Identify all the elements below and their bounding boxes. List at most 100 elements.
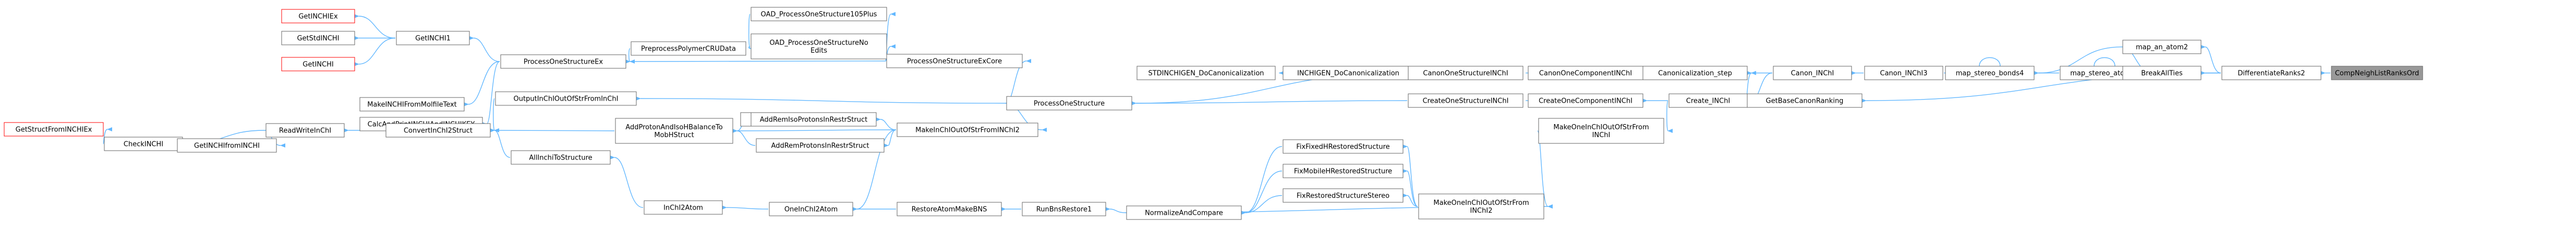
node-label: GetStdINCHI — [297, 35, 339, 43]
node-ffrs[interactable]: FixFixedHRestoredStructure — [1283, 139, 1404, 154]
node-mkfm[interactable]: MakeINCHIFromMolfileText — [359, 97, 465, 112]
node-nac[interactable]: NormalizeAndCompare — [1126, 205, 1242, 220]
node-label: STDINCHIGEN_DoCanonicalization — [1148, 70, 1264, 78]
node-arprs[interactable]: AddRemProtonsInRestrStruct — [756, 138, 885, 153]
node-cstep[interactable]: Canonicalization_step — [1642, 66, 1748, 80]
node-ppcd[interactable]: PreprocessPolymerCRUData — [631, 41, 746, 56]
node-gbcr[interactable]: GetBaseCanonRanking — [1747, 93, 1863, 108]
edge-oadnoe-posec — [885, 44, 896, 62]
node-cinchi2[interactable]: Create_INChI — [1668, 93, 1748, 108]
node-label: GetBaseCanonRanking — [1766, 97, 1844, 105]
node-cosi2[interactable]: CreateOneStructureINChI — [1408, 93, 1523, 108]
node-box — [265, 123, 345, 138]
node-gicfi[interactable]: GetINCHIfromINCHI — [177, 138, 277, 153]
edge-ppcd-oadnoe — [748, 46, 755, 51]
node-oad105[interactable]: OAD_ProcessOneStructure105Plus — [751, 7, 887, 21]
node-cosi[interactable]: CanonOneStructureINChI — [1408, 66, 1523, 80]
node-ic2a[interactable]: InChI2Atom — [644, 200, 723, 215]
node-bat[interactable]: BreakAllTies — [2122, 66, 2202, 80]
node-label: map_an_atom2 — [2136, 44, 2188, 52]
node-idc[interactable]: INCHIGEN_DoCanonicalization — [1283, 66, 1414, 80]
node-label: FixMobileHRestoredStructure — [1294, 168, 1392, 176]
edge-arprs-mkcos — [883, 129, 897, 148]
node-ramb[interactable]: RestoreAtomMakeBNS — [897, 202, 1002, 216]
node-label: ProcessOneStructureExCore — [907, 58, 1002, 66]
node-label: INChI — [1592, 131, 1611, 139]
node-box — [631, 41, 746, 56]
node-label: ProcessOneStructure — [1034, 100, 1105, 108]
edge-oic-pos — [635, 96, 1006, 104]
node-fmrs[interactable]: FixMobileHRestoredStructure — [1283, 164, 1404, 178]
node-gsfi[interactable]: GetStructFromINCHIEx — [4, 122, 104, 137]
edge-msb4-maa2 — [2033, 46, 2122, 76]
node-sidc[interactable]: STDINCHIGEN_DoCanonicalization — [1136, 66, 1276, 80]
node-posec[interactable]: ProcessOneStructureExCore — [886, 54, 1023, 68]
node-rbr1[interactable]: RunBnsRestore1 — [1022, 202, 1106, 216]
node-mkcos[interactable]: MakeInChIOutOfStrFromINChI2 — [897, 123, 1038, 137]
node-label: MakeINCHIFromMolfileText — [367, 101, 457, 109]
node-dr2[interactable]: DifferentiateRanks2 — [2221, 66, 2321, 80]
node-box — [495, 91, 637, 106]
node-gi[interactable]: GetINCHI — [281, 57, 355, 71]
node-pose[interactable]: ProcessOneStructureEx — [500, 54, 626, 69]
node-label: OutputInChIOutOfStrFromInChI — [514, 95, 619, 103]
node-label: AllInchiToStructure — [529, 154, 592, 162]
node-ccoci[interactable]: CreateOneComponentINChI — [1528, 93, 1643, 108]
node-label: MakeOneInChIOutOfStrFrom — [1553, 124, 1649, 131]
edge-pose-ppcd — [628, 48, 635, 64]
node-cani3[interactable]: Canon_INChI3 — [1864, 66, 1943, 80]
node-cinchi[interactable]: CheckINCHI — [104, 137, 183, 151]
node-maa2[interactable]: map_an_atom2 — [2122, 40, 2202, 54]
edge-atts-ic2a — [609, 155, 644, 208]
node-label: AddProtonAndIsoHBalanceTo — [625, 124, 722, 131]
node-msb4[interactable]: map_stereo_bonds4 — [1945, 66, 2035, 80]
node-label: CreateOneStructureINChI — [1423, 97, 1509, 105]
node-box — [1528, 93, 1643, 108]
node-label: Edits — [811, 47, 827, 55]
node-box — [1283, 66, 1414, 80]
node-label: CreateOneComponentINChI — [1539, 97, 1632, 105]
node-rwi[interactable]: ReadWriteInChI — [265, 123, 345, 138]
node-label: AddRemIsoProtonsInRestrStruct — [760, 116, 867, 124]
node-label: map_stereo_bonds4 — [1956, 70, 2024, 78]
node-box — [1747, 93, 1863, 108]
node-label: GetINCHIEx — [298, 13, 338, 21]
node-cin2s[interactable]: ConvertInChI2Struct — [385, 123, 491, 138]
node-label: ReadWriteInChI — [279, 127, 331, 135]
node-box — [886, 54, 1023, 68]
node-box — [1283, 188, 1404, 203]
node-arips[interactable]: AddRemIsoProtonsInRestrStruct — [751, 112, 877, 127]
edge-gi-gi1 — [354, 38, 396, 67]
node-box — [396, 31, 470, 45]
node-label: GetINCHI1 — [415, 35, 451, 43]
node-box — [2122, 40, 2202, 54]
node-gi1[interactable]: GetINCHI1 — [396, 31, 470, 45]
edge-pos-cosi2 — [1131, 100, 1408, 106]
node-ge[interactable]: GetINCHIEx — [281, 9, 355, 23]
node-label: GetINCHIfromINCHI — [194, 142, 260, 150]
node-label: GetStructFromINCHIEx — [16, 126, 92, 134]
node-oic[interactable]: OutputInChIOutOfStrFromInChI — [495, 91, 637, 106]
node-label: Create_INChI — [1686, 97, 1730, 105]
node-box — [756, 138, 885, 153]
node-box — [751, 33, 887, 59]
node-box — [1945, 66, 2035, 80]
node-atts[interactable]: AllInchiToStructure — [511, 150, 611, 165]
node-gsi[interactable]: GetStdINCHI — [281, 31, 355, 45]
node-oic2a[interactable]: OneInChI2Atom — [769, 202, 853, 216]
node-pos[interactable]: ProcessOneStructure — [1006, 96, 1132, 111]
edge-arips-mkcos — [875, 117, 897, 130]
node-frss[interactable]: FixRestoredStructureStereo — [1283, 188, 1404, 203]
edge-cin2s-atts — [489, 128, 511, 158]
node-label: FixRestoredStructureStereo — [1297, 192, 1389, 200]
node-box — [1283, 139, 1404, 154]
node-cani[interactable]: Canon_INChI — [1773, 66, 1852, 80]
node-label: NormalizeAndCompare — [1145, 210, 1223, 217]
edge-cin2s-oic — [493, 98, 500, 133]
node-coci[interactable]: CanonOneComponentINChI — [1528, 66, 1643, 80]
edge-pose-posec — [625, 59, 886, 64]
